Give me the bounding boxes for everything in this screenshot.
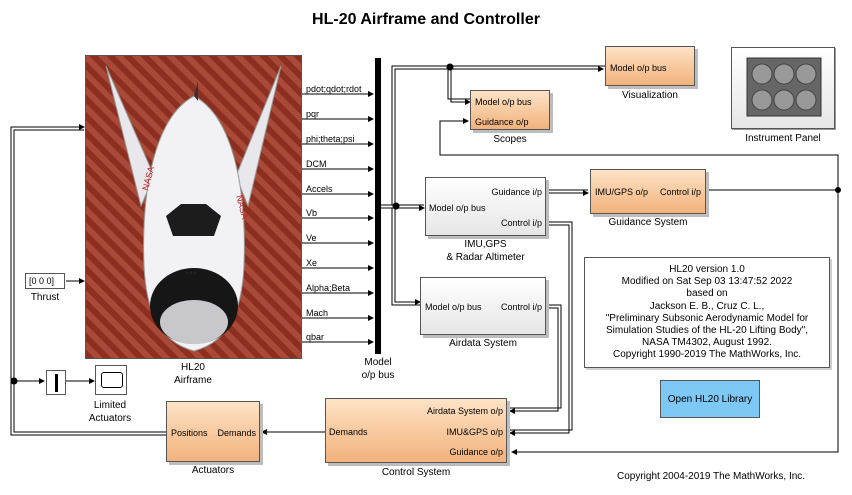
note-line: NASA TM4302, August 1992. xyxy=(642,337,772,349)
note-line: based on xyxy=(686,288,728,300)
signal-label: Mach xyxy=(306,308,329,318)
imu-port-out2: Control i/p xyxy=(500,218,542,228)
limited-actuators-label-line1: Limited xyxy=(93,400,127,411)
control-port-in: Demands xyxy=(329,427,368,437)
limited-actuators-scope-block[interactable] xyxy=(95,365,127,395)
actuators-block[interactable]: Positions Demands xyxy=(166,401,260,462)
control-port-out1: Airdata System o/p xyxy=(426,406,503,416)
diagram-title: HL-20 Airframe and Controller xyxy=(312,11,540,28)
imu-label-line2: & Radar Altimeter xyxy=(446,252,525,263)
airdata-port-in: Model o/p bus xyxy=(425,302,482,312)
visualization-port-in: Model o/p bus xyxy=(610,63,667,73)
demux-bar xyxy=(55,374,58,392)
version-note: HL20 version 1.0 Modified on Sat Sep 03 … xyxy=(584,257,830,368)
guidance-system-block[interactable]: IMU/GPS o/p Control i/p xyxy=(590,169,706,214)
scope-icon xyxy=(101,372,123,388)
actuators-port-out: Demands xyxy=(217,428,256,438)
visualization-block[interactable]: Model o/p bus xyxy=(605,46,695,86)
demux-block[interactable] xyxy=(46,370,66,395)
instrument-panel-icon xyxy=(746,57,822,117)
scopes-port-in1: Model o/p bus xyxy=(475,97,532,107)
signal-label: phi;theta;psi xyxy=(306,134,355,144)
scopes-label: Scopes xyxy=(493,134,527,145)
hl20-airframe-block[interactable]: NASA NASA xyxy=(85,55,302,359)
airdata-port-out: Control i/p xyxy=(500,302,542,312)
signal-label: Vb xyxy=(306,208,318,218)
scopes-block[interactable]: Model o/p bus Guidance o/p xyxy=(470,90,550,130)
open-hl20-library-button[interactable]: Open HL20 Library xyxy=(660,380,760,418)
actuators-label: Actuators xyxy=(191,465,235,476)
imu-port-in: Model o/p bus xyxy=(429,203,486,213)
airframe-label-line2: Airframe xyxy=(174,375,212,386)
imu-gps-block[interactable]: Model o/p bus Guidance i/p Control i/p xyxy=(425,177,546,236)
note-line: Simulation Studies of the HL-20 Lifting … xyxy=(606,325,808,337)
bus-label-line1: Model xyxy=(364,357,392,368)
control-port-out2: IMU&GPS o/p xyxy=(446,427,503,437)
signal-label: Xe xyxy=(306,258,318,268)
thrust-constant-block[interactable]: [0 0 0] xyxy=(25,273,65,289)
copyright-text: Copyright 2004-2019 The MathWorks, Inc. xyxy=(617,471,806,482)
thrust-label: Thrust xyxy=(30,292,60,303)
visualization-label: Visualization xyxy=(622,90,678,101)
thrust-value: [0 0 0] xyxy=(29,276,55,286)
airframe-label-line1: HL20 xyxy=(181,362,205,373)
signal-label: Alpha;Beta xyxy=(306,283,351,293)
imu-label-line1: IMU,GPS xyxy=(464,239,507,250)
control-label: Control System xyxy=(381,467,451,478)
signal-label: Ve xyxy=(306,233,317,243)
airdata-system-block[interactable]: Model o/p bus Control i/p xyxy=(420,277,546,335)
model-bus-wires xyxy=(381,65,605,306)
control-system-block[interactable]: Demands Airdata System o/p IMU&GPS o/p G… xyxy=(325,398,507,463)
note-line: HL20 version 1.0 xyxy=(669,264,745,275)
note-line: Jackson E. B., Cruz C. L., xyxy=(649,300,765,312)
signal-label: pdot;qdot;rdot xyxy=(306,84,362,94)
guidance-port-in: IMU/GPS o/p xyxy=(595,187,649,197)
bus-label-line2: o/p bus xyxy=(361,370,395,381)
instrument-panel-label: Instrument Panel xyxy=(745,133,821,144)
instrument-panel-block[interactable] xyxy=(731,47,835,129)
guidance-label: Guidance System xyxy=(608,217,688,228)
airdata-label: Airdata System xyxy=(449,338,517,349)
signal-label: qbar xyxy=(306,332,325,342)
control-port-out3: Guidance o/p xyxy=(449,447,503,457)
signal-label: Accels xyxy=(306,184,333,194)
note-line: Copyright 1990-2019 The MathWorks, Inc. xyxy=(612,349,802,361)
signal-label: pqr xyxy=(306,109,320,119)
hl20-vehicle-image: NASA NASA xyxy=(105,65,282,352)
guidance-port-out: Control i/p xyxy=(659,187,701,197)
airframe-output-wires xyxy=(302,91,374,345)
imu-port-out1: Guidance i/p xyxy=(491,187,542,197)
signal-label: DCM xyxy=(306,159,327,169)
limited-actuators-label-line2: Actuators xyxy=(88,413,132,424)
bus-creator-block[interactable] xyxy=(375,58,381,354)
note-line: "Preliminary Subsonic Aerodynamic Model … xyxy=(605,312,809,324)
actuators-port-in: Positions xyxy=(171,428,208,438)
scopes-port-in2: Guidance o/p xyxy=(475,117,529,127)
note-line: Modified on Sat Sep 03 13:47:52 2022 xyxy=(621,276,793,288)
